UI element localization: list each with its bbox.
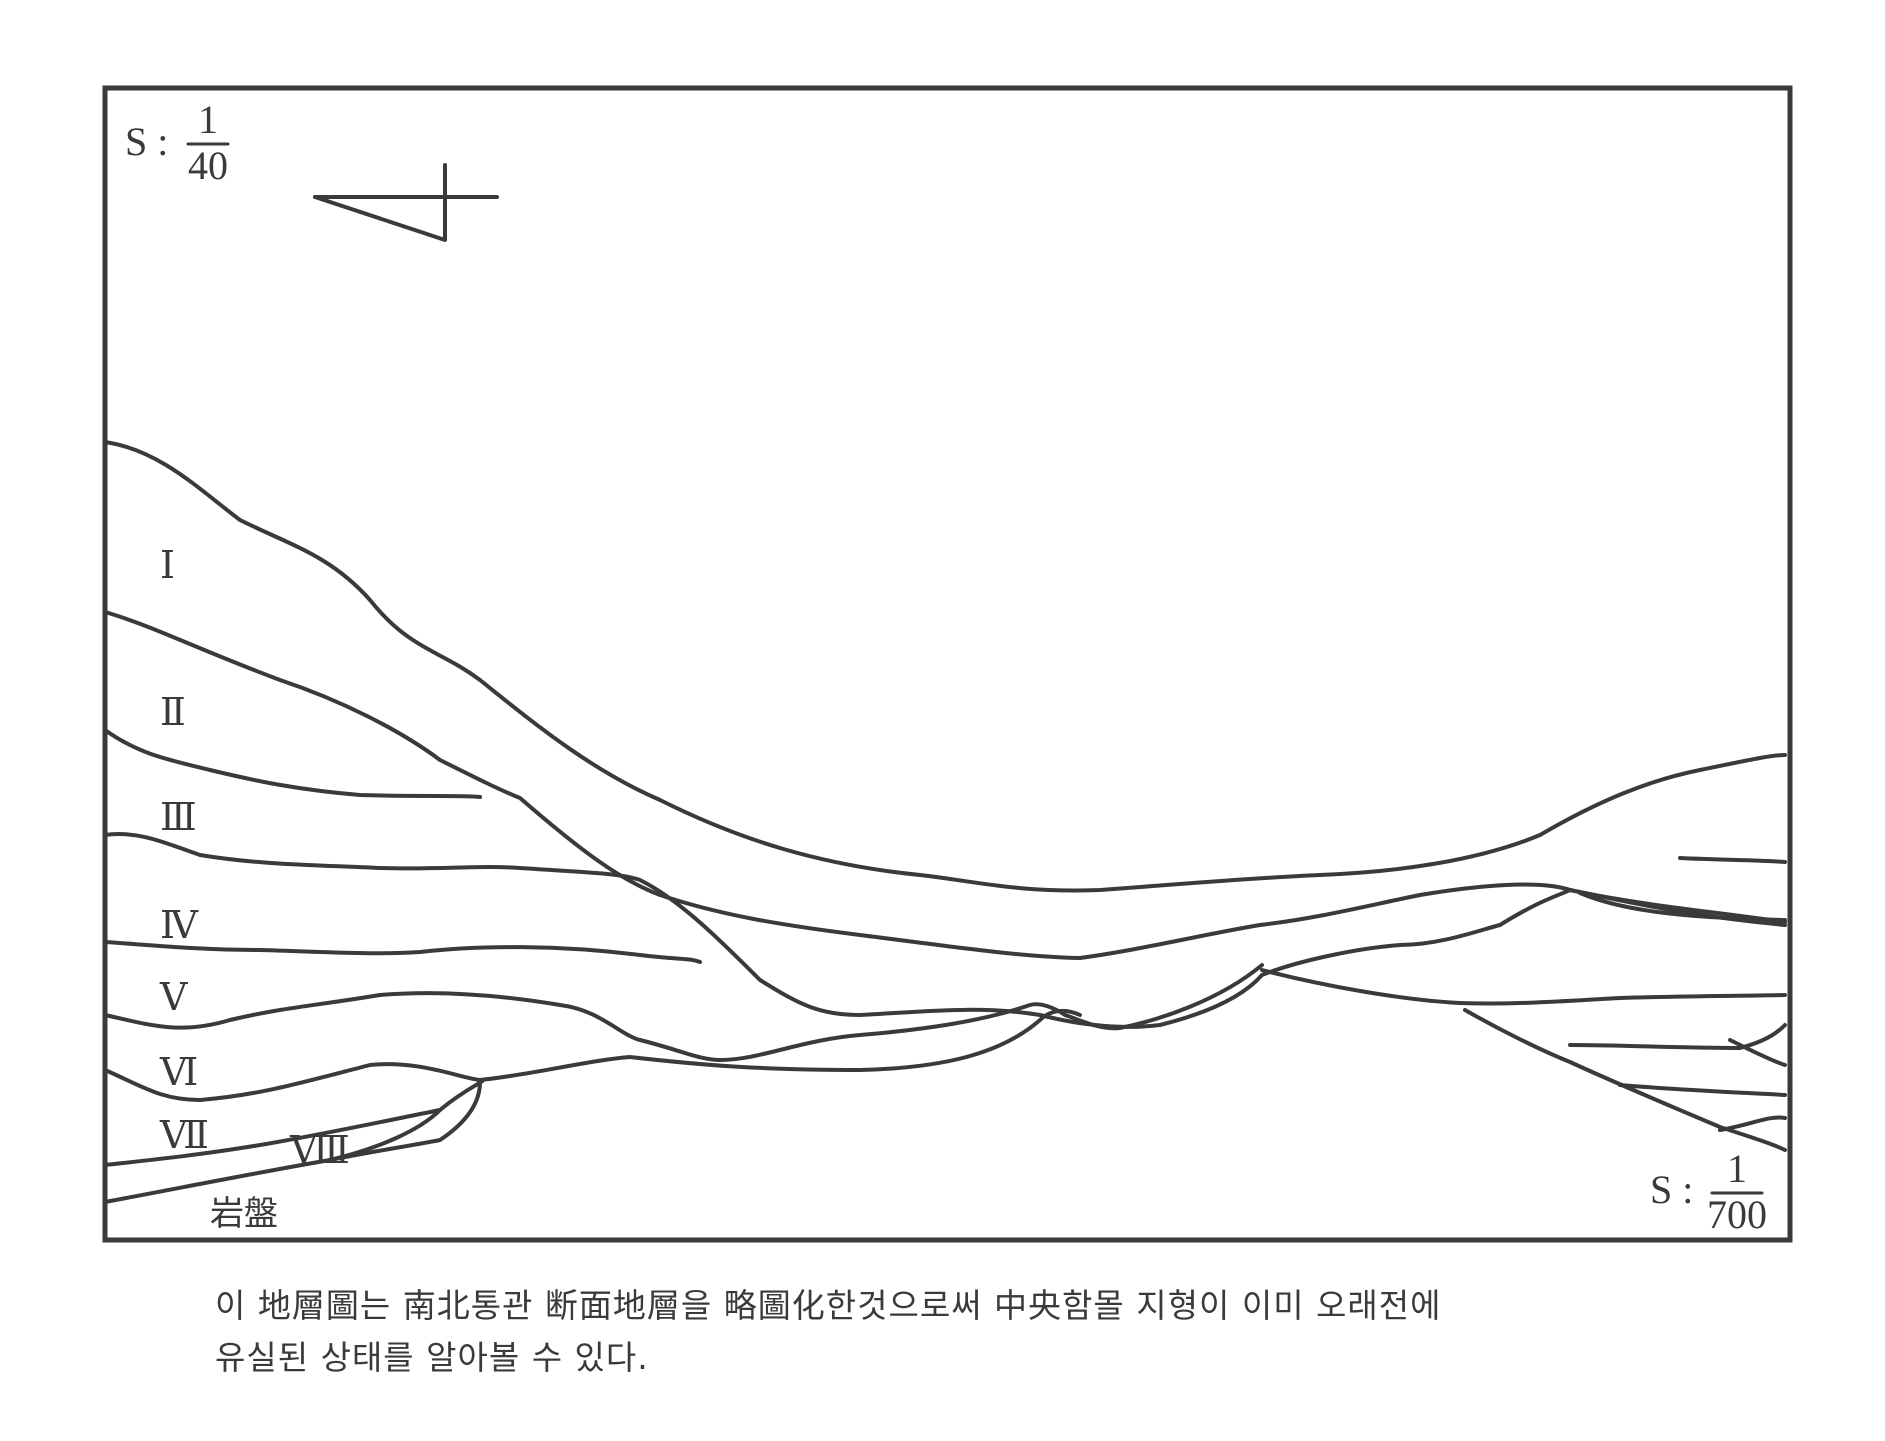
stratum-boundary-5b: [1260, 968, 1787, 1006]
diagram-frame: [102, 85, 1793, 1243]
stratum-label-5: Ⅴ: [159, 977, 188, 1019]
stratum-boundary-7: [103, 1078, 485, 1167]
caption-line-2: 유실된 상태를 알아볼 수 있다.: [215, 1338, 649, 1377]
scale-bottom: S : 1 700: [1650, 1146, 1767, 1237]
scale-top: S : 1 40: [125, 97, 230, 188]
scale-bottom-prefix: S :: [1650, 1167, 1693, 1212]
scale-bottom-denominator: 700: [1707, 1192, 1767, 1237]
stratum-boundaries: [103, 440, 1787, 1204]
stratum-label-3: Ⅲ: [160, 797, 197, 839]
stratum-label-2: Ⅱ: [160, 692, 186, 734]
figure-caption: 이 地層圖는 南北통관 断面地層을 略圖化한것으로써 中央함몰 지형이 이미 오…: [215, 1280, 1715, 1384]
stratum-boundary-7c: [1718, 1115, 1787, 1132]
stratum-boundary-1: [103, 610, 1787, 960]
stratum-boundary-3b: [1568, 888, 1787, 927]
stratum-boundary-2b: [1678, 856, 1787, 864]
stratum-boundary-5: [103, 963, 1264, 1062]
stratum-label-4: Ⅳ: [160, 905, 199, 947]
stratum-boundary-2: [103, 728, 482, 799]
bedrock-label: 岩盤: [210, 1194, 278, 1234]
stratum-label-6: Ⅵ: [159, 1052, 198, 1094]
caption-line-1: 이 地層圖는 南北통관 断面地層을 略圖化한것으로써 中央함몰 지형이 이미 오…: [215, 1286, 1442, 1325]
stratum-boundary-7b: [1618, 1083, 1787, 1097]
stratum-boundary-6c: [1568, 1023, 1787, 1050]
stratum-boundary-6b: [1463, 1008, 1787, 1152]
stratum-label-8: Ⅷ: [289, 1130, 350, 1172]
scale-top-numerator: 1: [198, 97, 218, 142]
stratum-boundary-4: [103, 940, 702, 964]
stratum-label-7: Ⅶ: [159, 1115, 209, 1157]
stratum-boundary-6: [103, 1008, 1082, 1102]
stratum-boundary-3: [103, 832, 1572, 1029]
stratum-boundary-8b: [328, 1108, 442, 1162]
stratum-labels: Ⅰ Ⅱ Ⅲ Ⅳ Ⅴ Ⅵ Ⅶ Ⅷ 岩盤: [159, 545, 350, 1234]
stratum-boundary-4b: [1578, 891, 1787, 922]
stratum-boundary-6d: [1728, 1038, 1787, 1067]
orientation-mark-icon: [313, 163, 499, 242]
stratum-label-1: Ⅰ: [160, 545, 175, 587]
stratum-boundary-surface: [103, 440, 1787, 893]
scale-top-prefix: S :: [125, 119, 168, 164]
scale-top-denominator: 40: [188, 143, 228, 188]
scale-bottom-numerator: 1: [1727, 1146, 1747, 1191]
